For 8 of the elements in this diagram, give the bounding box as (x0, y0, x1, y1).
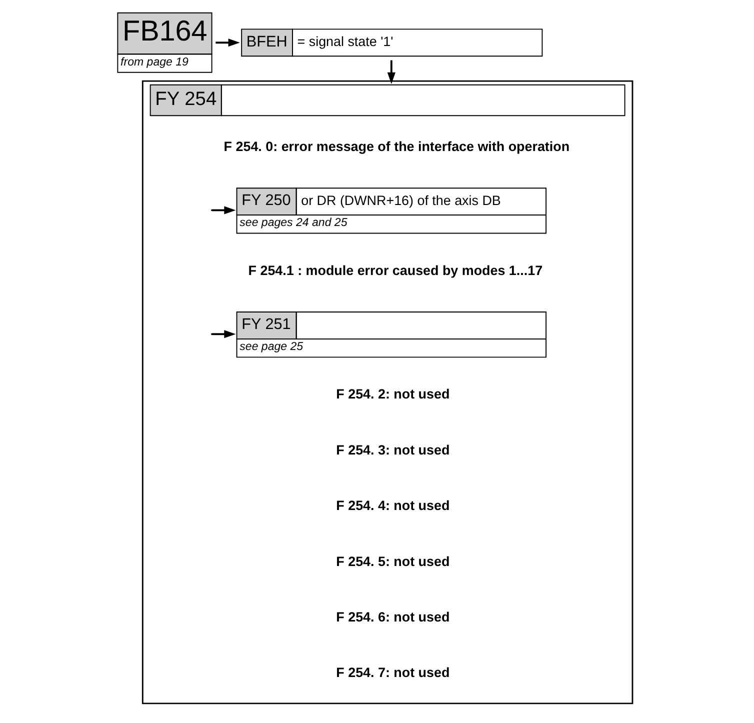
node-text: F 254. 6: not used (336, 609, 450, 624)
node-text: F 254. 7: not used (336, 665, 450, 680)
node-text: F 254. 3: not used (336, 442, 450, 458)
node-text: F 254. 4: not used (336, 498, 450, 514)
node-text: F 254. 0: error message of the interface with operation (224, 138, 570, 154)
node-text: F 254.1 : module error caused by modes 1...17 (248, 262, 543, 278)
node-text: F 254. 5: not used (336, 554, 450, 569)
node-text: F 254. 2: not used (336, 386, 450, 402)
